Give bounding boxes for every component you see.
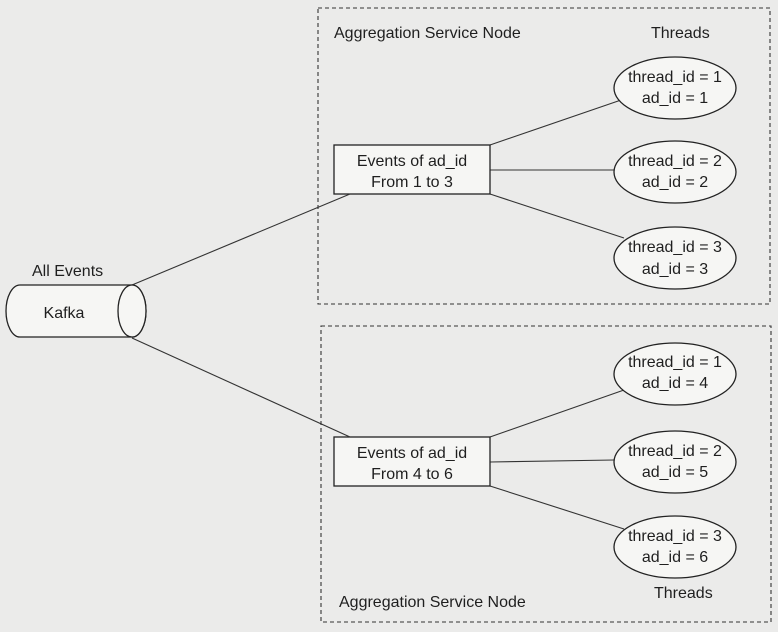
events-box [333,436,491,487]
connector-line [489,485,625,530]
thread-ellipse: thread_id = 3 ad_id = 3 [613,226,737,290]
thread-ellipse: thread_id = 2 ad_id = 2 [613,140,737,204]
thread-ellipse: thread_id = 1 ad_id = 4 [613,342,737,406]
connector-line [489,193,625,239]
node-title: Aggregation Service Node [334,25,521,42]
thread-ad-label: ad_id = 6 [642,549,708,566]
kafka-cylinder-end [117,284,147,338]
thread-ad-label: ad_id = 1 [642,90,708,107]
connector-line [489,98,625,146]
events-box [333,144,491,195]
thread-id-label: thread_id = 3 [628,528,722,545]
node-title: Aggregation Service Node [339,594,526,611]
kafka-to-node-bottom-line [131,337,351,438]
all-events-label: All Events [32,263,103,280]
threads-title: Threads [651,25,710,42]
thread-id-label: thread_id = 2 [628,443,722,460]
thread-ellipse: thread_id = 2 ad_id = 5 [613,430,737,494]
events-box-line2: From 4 to 6 [371,466,453,483]
kafka-label: Kafka [44,305,85,322]
thread-ad-label: ad_id = 3 [642,261,708,278]
events-box-line1: Events of ad_id [357,153,467,170]
thread-ad-label: ad_id = 4 [642,375,708,392]
thread-id-label: thread_id = 1 [628,354,722,371]
thread-ellipse: thread_id = 1 ad_id = 1 [613,56,737,120]
kafka-cylinder: Kafka [5,284,147,338]
connector-line [489,389,625,438]
thread-id-label: thread_id = 2 [628,153,722,170]
aggregation-node-bottom: Aggregation Service Node Threads Events … [320,325,772,623]
thread-ellipse: thread_id = 3 ad_id = 6 [613,515,737,579]
node-container-border [317,7,771,305]
thread-id-label: thread_id = 3 [628,239,722,256]
thread-id-label: thread_id = 1 [628,69,722,86]
events-box-line1: Events of ad_id [357,445,467,462]
kafka-to-node-top-line [131,193,351,286]
thread-ad-label: ad_id = 5 [642,464,708,481]
events-box-line2: From 1 to 3 [371,174,453,191]
threads-title: Threads [654,585,713,602]
node-container-border [320,325,772,623]
connector-line [489,459,615,463]
thread-ad-label: ad_id = 2 [642,174,708,191]
aggregation-node-top: Aggregation Service Node Threads Events … [317,7,771,305]
